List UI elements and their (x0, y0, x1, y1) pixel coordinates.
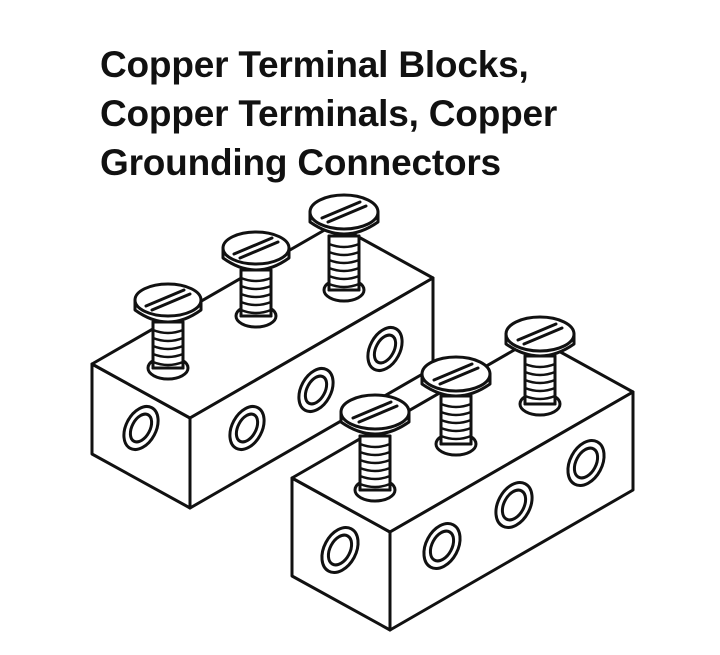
screw (221, 230, 291, 329)
title-line-1: Copper Terminal Blocks, (100, 44, 529, 85)
title-line-3: Grounding Connectors (100, 142, 501, 183)
block-front-holes (320, 439, 606, 574)
terminal-block-front (290, 315, 635, 632)
block-front-side-face (388, 390, 635, 632)
wire-hole (494, 481, 534, 529)
wire-hole (297, 367, 335, 413)
screw (420, 355, 492, 457)
page-title: Copper Terminal Blocks, Copper Terminals… (100, 40, 557, 187)
screw (133, 282, 203, 381)
title-line-2: Copper Terminals, Copper (100, 93, 558, 134)
wire-hole (366, 326, 404, 372)
screw (504, 315, 576, 417)
screw (339, 393, 411, 503)
wire-hole (228, 405, 266, 451)
wire-hole (422, 522, 462, 570)
block-back-holes (122, 326, 404, 451)
wire-hole (566, 439, 606, 487)
wire-hole (320, 526, 360, 574)
screw (308, 193, 380, 303)
wire-hole (122, 405, 160, 451)
terminal-block-back (90, 193, 435, 510)
